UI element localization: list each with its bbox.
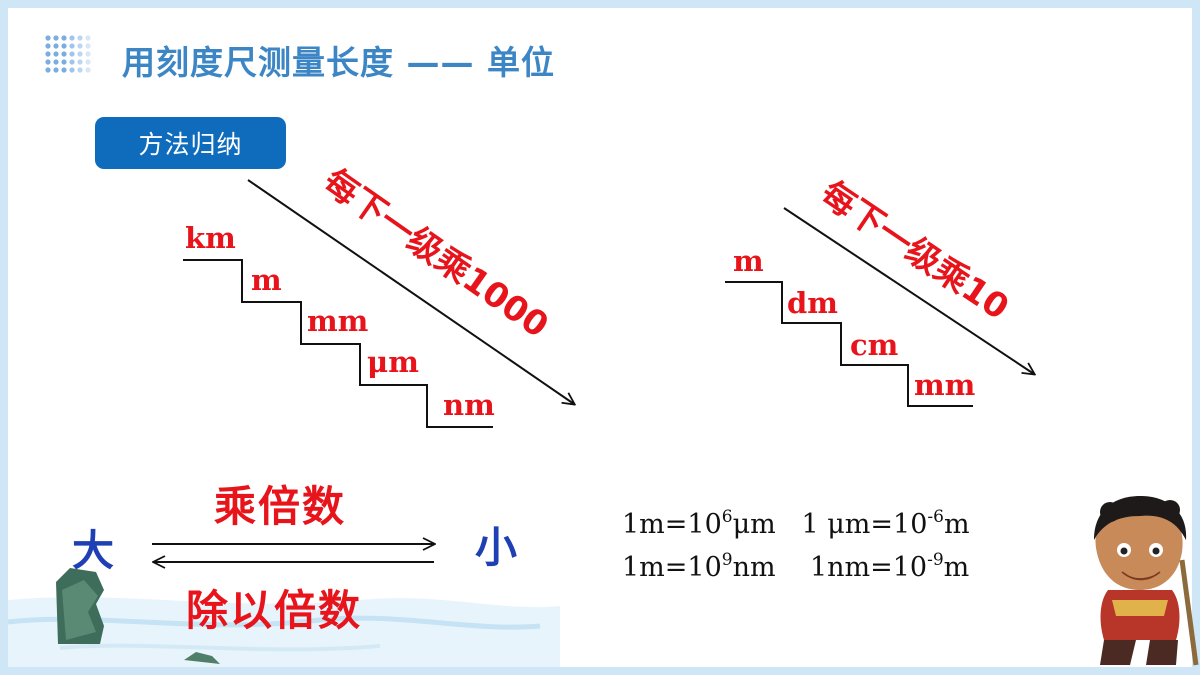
method-summary-badge: 方法归纳: [95, 117, 286, 169]
left-unit-2: m: [251, 263, 282, 297]
right-unit-2: dm: [787, 286, 838, 320]
right-unit-4: mm: [914, 368, 976, 402]
right-unit-1: m: [733, 244, 764, 278]
slide-card: [8, 8, 1192, 667]
page-title: 用刻度尺测量长度 —— 单位: [122, 43, 555, 82]
divide-label: 除以倍数: [186, 586, 363, 635]
small-unit-label: 小: [475, 523, 518, 572]
large-unit-label: 大: [72, 526, 115, 575]
left-unit-1: km: [185, 221, 236, 255]
left-unit-4: μm: [367, 345, 419, 379]
left-unit-3: mm: [307, 304, 369, 338]
formula-row-1: 1m=106μm 1 μm=10-6m: [622, 507, 970, 540]
multiply-label: 乘倍数: [214, 482, 347, 531]
formula-row-2: 1m=109nm 1nm=10-9m: [622, 550, 970, 583]
right-unit-3: cm: [850, 328, 899, 362]
left-unit-5: nm: [443, 388, 495, 422]
dot-grid-icon: [45, 35, 91, 73]
